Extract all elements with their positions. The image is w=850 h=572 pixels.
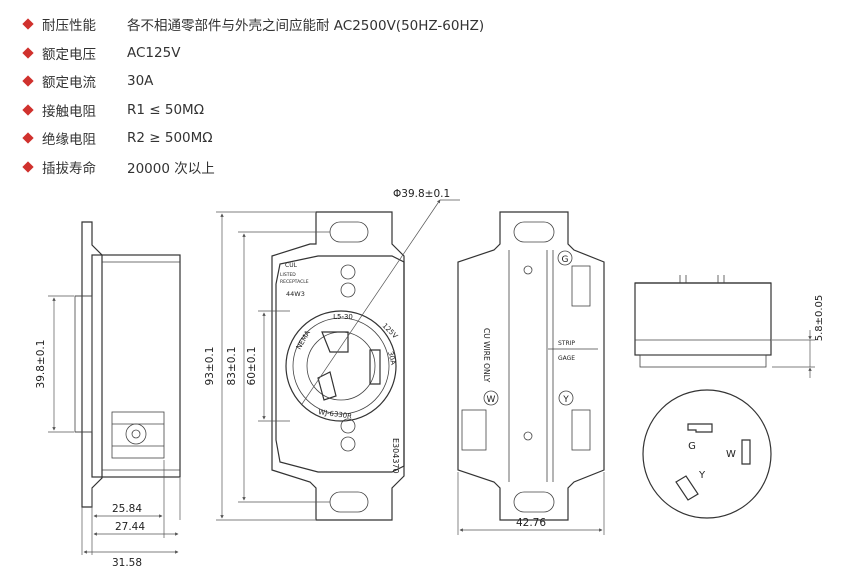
side-view	[74, 221, 181, 508]
dim-right-height: 5.8±0.05	[814, 295, 825, 342]
spec-label: 额定电流	[42, 75, 96, 92]
spec-row: 额定电压 AC125V	[22, 39, 484, 68]
spec-value: R2 ≥ 500MΩ	[127, 130, 213, 147]
recept-label: RECEPTACLE	[280, 279, 309, 285]
front-dimensions: 93±0.1 83±0.1 60±0.1 Φ39.8±0.1	[204, 188, 460, 521]
dim-front-total: 93±0.1	[204, 347, 216, 386]
spec-value: 20000 次以上	[127, 160, 215, 177]
right-height-dimension: 5.8±0.05	[772, 295, 825, 378]
y-mark: Y	[562, 395, 569, 405]
spec-value: 各不相通零部件与外壳之间应能耐 AC2500V(50HZ-60HZ)	[127, 18, 485, 35]
rating-right-2: 30A	[386, 350, 397, 366]
catalog-label: WJ-6330R	[318, 408, 353, 421]
ground-mark: G	[562, 255, 569, 265]
gage-label: GAGE	[558, 355, 575, 362]
dim-bottom-c: 31.58	[112, 557, 142, 569]
spec-label: 绝缘电阻	[42, 132, 96, 149]
spec-row: 插拔寿命 20000 次以上	[22, 153, 484, 182]
cu-wire-label: CU WIRE ONLY	[482, 328, 491, 383]
model-label: 44W3	[286, 290, 305, 298]
dim-front-mid: 83±0.1	[226, 347, 238, 386]
spec-value: AC125V	[127, 44, 181, 61]
spec-row: 耐压性能 各不相通零部件与外壳之间应能耐 AC2500V(50HZ-60HZ)	[22, 10, 484, 39]
dim-bottom-a: 25.84	[112, 503, 142, 515]
dim-diameter: Φ39.8±0.1	[393, 188, 450, 200]
spec-value: 30A	[127, 73, 154, 90]
back-width-dimension: 42.76	[457, 472, 605, 535]
dim-bottom-b: 27.44	[115, 521, 145, 533]
dim-side-height: 39.8±0.1	[35, 340, 47, 389]
dim-back-width: 42.76	[516, 517, 546, 529]
plug-face: G W Y	[642, 389, 772, 519]
rating-top-label: L5-30	[333, 313, 353, 321]
brand-label: CUL	[285, 262, 298, 269]
spec-label: 耐压性能	[42, 18, 96, 35]
plug-w-label: W	[726, 449, 736, 460]
side-height-dimension: 39.8±0.1	[35, 295, 74, 433]
spec-row: 额定电流 30A	[22, 67, 484, 96]
spec-value: R1 ≤ 50MΩ	[127, 101, 205, 118]
plug-y-label: Y	[698, 470, 706, 481]
white-mark: W	[487, 395, 496, 405]
spec-list: 耐压性能 各不相通零部件与外壳之间应能耐 AC2500V(50HZ-60HZ) 额…	[22, 10, 484, 181]
code-label: E304370	[391, 438, 400, 474]
spec-row: 接触电阻 R1 ≤ 50MΩ	[22, 96, 484, 125]
front-view: CUL LISTED RECEPTACLE 44W3 L5-30 125V 30…	[271, 211, 405, 521]
dim-front-inner: 60±0.1	[246, 347, 258, 386]
spec-row: 绝缘电阻 R2 ≥ 500MΩ	[22, 124, 484, 153]
spec-label: 额定电压	[42, 46, 96, 63]
plug-g-label: G	[688, 441, 696, 452]
strip-label: STRIP	[558, 340, 575, 347]
bottom-dimensions: 25.84 27.44 31.58	[81, 460, 181, 569]
right-side-view	[634, 275, 772, 368]
spec-label: 插拔寿命	[42, 160, 96, 177]
listed-label: LISTED	[280, 272, 296, 278]
back-view: G W Y CU WIRE ONLY STRIP GAGE	[457, 211, 605, 521]
spec-label: 接触电阻	[42, 103, 96, 120]
